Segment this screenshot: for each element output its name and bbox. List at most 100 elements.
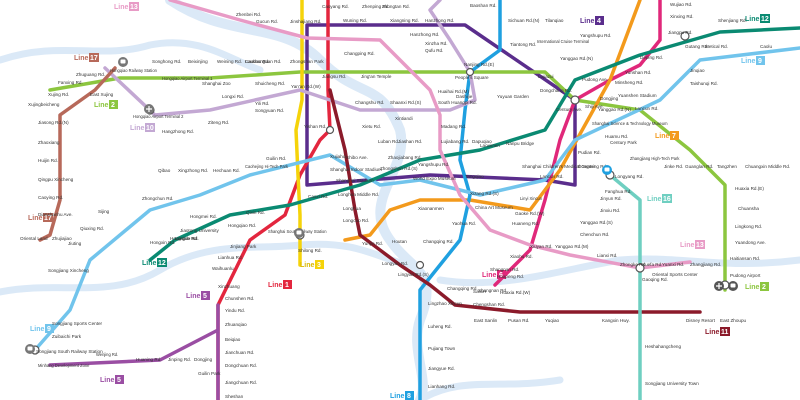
station-label[interactable]: Tilanqiao: [545, 18, 564, 23]
line-1-badge[interactable]: Line 1: [268, 280, 292, 289]
station-label[interactable]: Xiaohu Rd.: [510, 254, 533, 259]
station-label[interactable]: Madang Rd.: [441, 124, 466, 129]
line-6-badge[interactable]: Line 6: [482, 270, 506, 279]
line-5-badge-south[interactable]: Line 5: [100, 375, 124, 384]
station-label[interactable]: Shanghai Zoo: [202, 81, 231, 86]
station-label[interactable]: Huaihai Rd.(M): [438, 89, 469, 94]
station-label[interactable]: Nanjing Rd.(E): [464, 62, 495, 67]
station-label[interactable]: Lianhua Rd.: [218, 255, 243, 260]
station-label[interactable]: Lujiazui: [538, 74, 554, 79]
station-label[interactable]: Yunshan Rd.: [625, 70, 651, 75]
station-label[interactable]: Oriental Sports Center: [652, 272, 698, 277]
station-label[interactable]: Haitiansan Rd.: [730, 256, 760, 261]
station-label[interactable]: Xizang Rd.(S): [470, 191, 499, 196]
station-label[interactable]: Sijing: [98, 209, 110, 214]
station-label[interactable]: Songhong Rd.: [152, 59, 181, 64]
station-label[interactable]: Baoshan Rd.: [470, 3, 497, 8]
station-label[interactable]: Shuicheng Rd.: [255, 81, 285, 86]
line-7-badge[interactable]: Line 7: [655, 131, 679, 140]
station-label[interactable]: Dongchang Rd.: [540, 88, 572, 93]
station-label[interactable]: Lianhang Rd.: [428, 384, 455, 389]
station-label[interactable]: Longhua: [343, 206, 361, 211]
station-label[interactable]: Zhaojiabang Rd.: [388, 155, 422, 160]
line-17-badge[interactable]: Line 17: [74, 53, 99, 62]
station-label[interactable]: Jinke Rd.: [664, 164, 683, 169]
station-label[interactable]: Changqing Rd.: [423, 239, 454, 244]
station-label[interactable]: Jinping Rd.: [168, 357, 191, 362]
station-label[interactable]: Dongjing: [600, 96, 619, 101]
station-label[interactable]: Longyang Rd.: [615, 174, 644, 179]
station-label[interactable]: Disney Resort: [686, 318, 716, 323]
station-label[interactable]: Dapuqiao: [472, 139, 492, 144]
station-label[interactable]: Gaoke Rd.(W): [515, 211, 545, 216]
station-label[interactable]: Nanpu Bridge: [506, 141, 535, 146]
station-label[interactable]: Pusan Rd.: [508, 318, 529, 323]
station-label[interactable]: Songjiang South Railway Station: [36, 349, 103, 354]
station-label[interactable]: Yangshupu Rd.: [580, 33, 611, 38]
line-13-badge-east[interactable]: Line 13: [680, 240, 705, 249]
station-label[interactable]: Chengshan Rd.: [473, 302, 505, 307]
line-5-badge-north[interactable]: Line 5: [186, 291, 210, 300]
station-label[interactable]: Hangzhong Rd.: [162, 129, 194, 134]
station-label[interactable]: Jinxiu Rd.: [600, 208, 620, 213]
station-label[interactable]: Qufu Rd.: [425, 48, 443, 53]
station-label[interactable]: Qixin Rd.: [246, 210, 265, 215]
station-label[interactable]: Zhongke Rd.: [620, 262, 646, 267]
station-label[interactable]: Hongqiao Rd.: [228, 223, 256, 228]
station-label[interactable]: Guilin Rd.: [266, 156, 286, 161]
station-label[interactable]: Beiqiao: [225, 337, 241, 342]
station-label[interactable]: Zhongshan Rd.(S): [380, 166, 418, 171]
station-label[interactable]: Yuanshen Stadium: [618, 93, 657, 98]
station-label[interactable]: Jinyun Rd.: [600, 196, 622, 201]
station-label[interactable]: Xintiandi: [395, 116, 413, 121]
station-label[interactable]: Jinqiao: [690, 68, 705, 73]
xujiahui-marker[interactable]: [325, 125, 335, 135]
station-label[interactable]: Gutang Rd.: [685, 44, 709, 49]
station-label[interactable]: Xiangning Rd.: [390, 18, 419, 23]
station-label[interactable]: Yanggao Rd.(N): [560, 56, 593, 61]
station-label[interactable]: Chuansha: [738, 206, 759, 211]
station-label[interactable]: Dashijie: [456, 94, 473, 99]
station-label[interactable]: Caoyang Rd.: [322, 4, 349, 9]
station-label[interactable]: Waihuanlu: [212, 266, 234, 271]
century-ave-marker[interactable]: [570, 95, 580, 105]
station-label[interactable]: Xinzhuang: [218, 284, 240, 289]
station-label[interactable]: Chenchun Rd.: [580, 232, 609, 237]
station-label[interactable]: Houtan: [392, 239, 407, 244]
station-label[interactable]: Zhongtan Rd.: [382, 4, 410, 9]
station-label[interactable]: Loushanguan Rd.: [245, 59, 281, 64]
station-label[interactable]: Hanzhong Rd.: [410, 32, 439, 37]
station-label[interactable]: Lujiabang Rd.: [441, 139, 469, 144]
station-label[interactable]: Guanglan Rd.: [685, 164, 713, 169]
station-label[interactable]: Linyi Xincun: [520, 196, 543, 201]
station-label[interactable]: Hanzhong Rd.: [425, 18, 454, 23]
station-label[interactable]: Tiantong Rd.: [510, 42, 536, 47]
station-label[interactable]: Yanggao Rd.(N): [598, 107, 631, 112]
station-label[interactable]: Yangshupu Rd.: [418, 162, 449, 167]
station-label[interactable]: Pudong Airport: [730, 273, 761, 278]
station-label[interactable]: Shilong Rd.: [298, 248, 322, 253]
station-label[interactable]: Century Park: [610, 140, 638, 145]
station-label[interactable]: Chunshen Rd.: [225, 296, 254, 301]
station-label[interactable]: Caoxi Rd.: [308, 194, 328, 199]
station-label[interactable]: Yuandong Ave.: [735, 240, 766, 245]
station-label[interactable]: Yan'an Rd.(W): [291, 84, 321, 89]
station-label[interactable]: Heshahangcheng: [645, 344, 681, 349]
station-label[interactable]: Yunjin Rd.: [362, 241, 383, 246]
station-label[interactable]: Kangxin Hwy.: [602, 318, 630, 323]
station-label[interactable]: Xujiahui: [330, 154, 346, 159]
station-label[interactable]: Shanghai Science & Technology Museum: [592, 121, 668, 126]
station-label[interactable]: Wujiao Rd.: [670, 2, 692, 7]
station-label[interactable]: Dongchuan Rd.: [225, 363, 257, 368]
station-label[interactable]: Zhaoxiang: [38, 140, 60, 145]
station-label[interactable]: Sichuan Rd.(N): [508, 18, 540, 23]
station-label[interactable]: Xingzhong Rd.: [178, 168, 208, 173]
station-label[interactable]: Shanghai Children's Medical Center: [522, 164, 596, 169]
station-label[interactable]: Hongqiao Rd.: [170, 236, 198, 241]
station-label[interactable]: South Huangpi Rd.: [438, 100, 477, 105]
station-label[interactable]: Zhuguang Rd.: [76, 72, 105, 77]
station-label[interactable]: Caohejing Hi-Tech Park: [245, 164, 289, 169]
peoples-square-marker[interactable]: [465, 67, 475, 77]
station-label[interactable]: Lancun Rd.: [635, 106, 659, 111]
zhangjiang-rd-marker[interactable]: [635, 263, 645, 273]
